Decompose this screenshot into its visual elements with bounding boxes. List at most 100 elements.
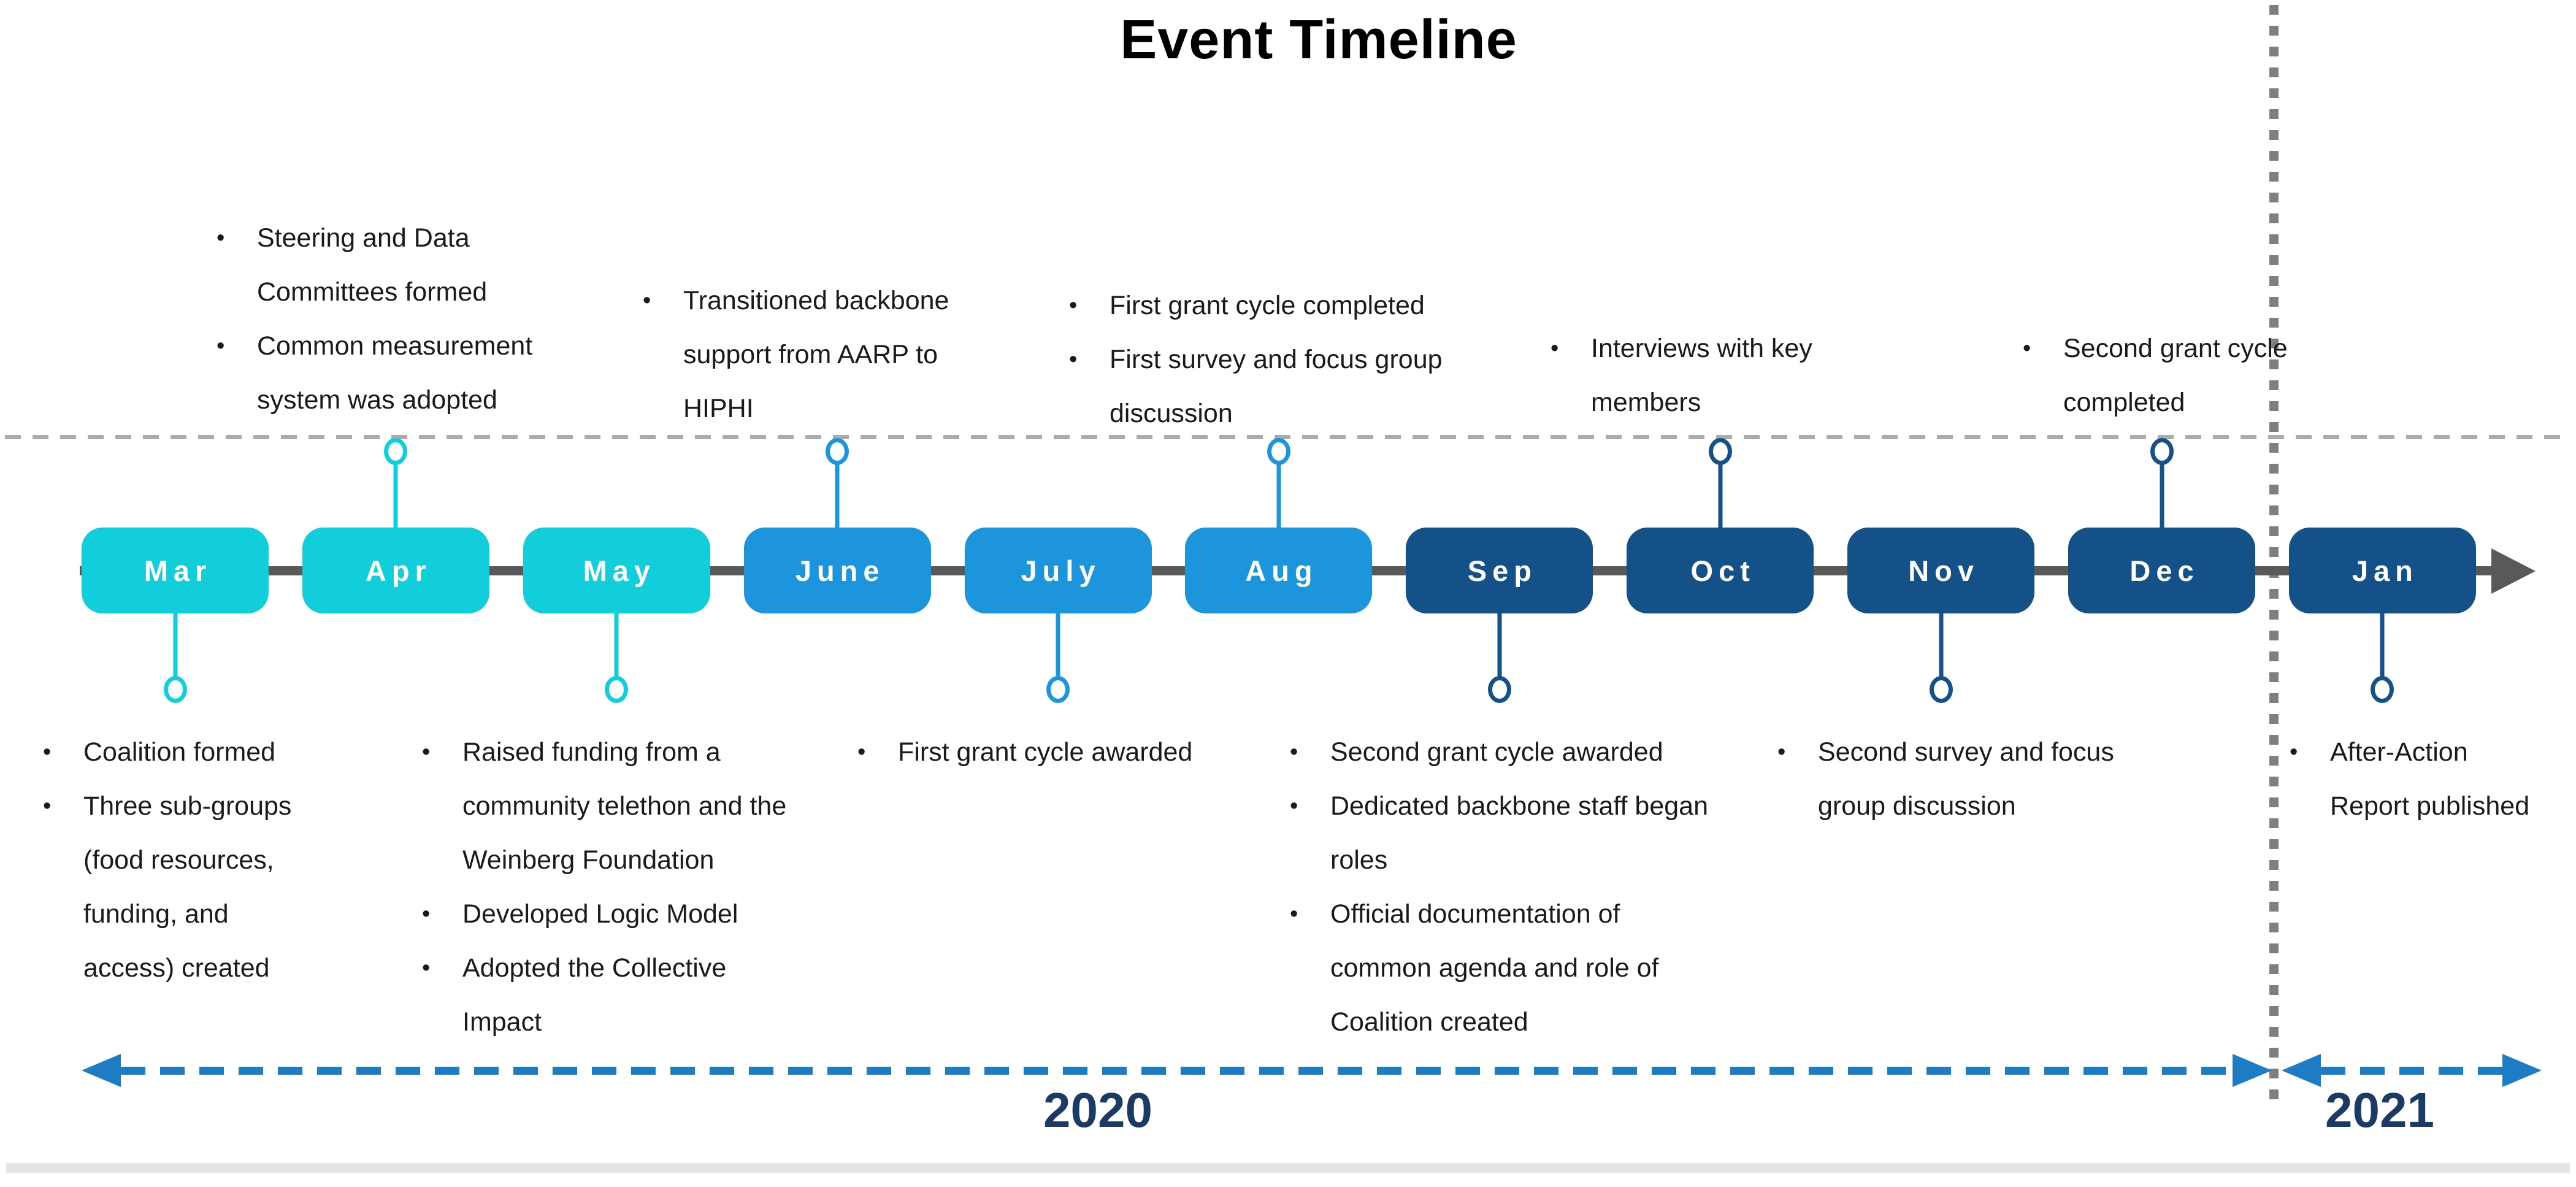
event-list: Raised funding from a community telethon…: [417, 725, 810, 1049]
event-item: Common measurement system was adopted: [212, 319, 580, 427]
month-label: Dec: [2129, 554, 2199, 587]
month-july: July: [964, 528, 1152, 703]
events-below-nov: Second survey and focus group discussion: [1773, 725, 2122, 833]
events-above-june: Transitioned backbone support from AARP …: [638, 274, 1012, 436]
events-above-dec: Second grant cycle completed: [2018, 321, 2294, 429]
event-list: Coalition formedThree sub-groups (food r…: [38, 725, 326, 995]
connector-circle-icon: [1046, 676, 1070, 703]
connector-circle-icon: [2371, 676, 2394, 703]
connector-line: [1939, 613, 1944, 677]
month-label: Sep: [1467, 554, 1537, 587]
event-list: Second survey and focus group discussion: [1773, 725, 2122, 833]
event-list: First grant cycle awarded: [853, 725, 1319, 779]
event-item: Three sub-groups (food resources, fundin…: [38, 779, 326, 995]
month-label: Aug: [1245, 554, 1318, 587]
events-below-may: Raised funding from a community telethon…: [417, 725, 810, 1049]
event-item: Second grant cycle awarded: [1285, 725, 1727, 779]
connector-line: [1497, 613, 1502, 677]
connector-circle-icon: [1929, 676, 1953, 703]
connector-line: [2160, 464, 2164, 528]
connector-line: [173, 613, 177, 677]
month-june: June: [743, 438, 931, 613]
connector-line: [1276, 464, 1281, 528]
month-box: Aug: [1185, 528, 1373, 613]
month-nov: Nov: [1847, 528, 2035, 703]
month-dec: Dec: [2068, 438, 2256, 613]
event-item: Transitioned backbone support from AARP …: [638, 274, 1012, 436]
events-above-aug: First grant cycle completedFirst survey …: [1064, 279, 1549, 440]
connector-line: [2380, 613, 2385, 677]
event-item: First grant cycle completed: [1064, 279, 1549, 332]
month-label: Oct: [1690, 554, 1755, 587]
event-item: First survey and focus group discussion: [1064, 332, 1549, 440]
month-box: Sep: [1406, 528, 1593, 613]
event-item: Dedicated backbone staff began roles: [1285, 779, 1727, 887]
event-list: Second grant cycle completed: [2018, 321, 2294, 429]
month-label: May: [583, 554, 656, 587]
month-box: Nov: [1847, 528, 2035, 613]
events-below-sep: Second grant cycle awardedDedicated back…: [1285, 725, 1727, 1049]
event-item: Second grant cycle completed: [2018, 321, 2294, 429]
year-2020-dashed-arrow: [121, 1067, 2233, 1075]
month-box: Jan: [2288, 528, 2476, 613]
year-2021-dashed-arrow: [2321, 1067, 2502, 1075]
events-below-jan: After-Action Report published: [2285, 725, 2542, 833]
month-sep: Sep: [1406, 528, 1593, 703]
event-list: Transitioned backbone support from AARP …: [638, 274, 1012, 436]
month-box: July: [964, 528, 1152, 613]
events-above-oct: Interviews with key members: [1546, 321, 1889, 429]
events-below-mar: Coalition formedThree sub-groups (food r…: [38, 725, 326, 995]
connector-circle-icon: [2150, 438, 2174, 465]
month-label: June: [795, 554, 885, 587]
bottom-divider-bar: [6, 1163, 2570, 1173]
year-label-2020: 2020: [1043, 1083, 1152, 1137]
month-box: Apr: [302, 528, 489, 613]
month-box: Oct: [1627, 528, 1814, 613]
month-may: May: [523, 528, 710, 703]
month-oct: Oct: [1627, 438, 1814, 613]
month-label: Nov: [1908, 554, 1980, 587]
events-above-apr: Steering and Data Committees formedCommo…: [212, 211, 580, 427]
connector-circle-icon: [605, 676, 629, 703]
month-box: June: [743, 528, 931, 613]
event-item: After-Action Report published: [2285, 725, 2542, 833]
year-divider-dotted-line: [2269, 5, 2279, 1108]
month-mar: Mar: [82, 528, 269, 703]
event-item: Adopted the Collective Impact: [417, 941, 810, 1049]
event-item: First grant cycle awarded: [853, 725, 1319, 779]
connector-line: [1718, 464, 1723, 528]
connector-circle-icon: [1708, 438, 1732, 465]
event-item: Official documentation of common agenda …: [1285, 887, 1727, 1049]
year-label-2021: 2021: [2325, 1083, 2434, 1137]
month-box: May: [523, 528, 710, 613]
arrow-head-left-icon: [2282, 1054, 2321, 1087]
event-list: Interviews with key members: [1546, 321, 1889, 429]
event-item: Steering and Data Committees formed: [212, 211, 580, 319]
event-list: First grant cycle completedFirst survey …: [1064, 279, 1549, 440]
months-row: Mar Apr May June July Aug Sep Oct Nov Dec Jan: [82, 438, 2476, 703]
event-item: Coalition formed: [38, 725, 326, 779]
event-list: Steering and Data Committees formedCommo…: [212, 211, 580, 427]
arrow-head-right-icon: [2233, 1054, 2272, 1087]
connector-line: [614, 613, 619, 677]
connector-circle-icon: [1267, 438, 1290, 465]
event-item: Raised funding from a community telethon…: [417, 725, 810, 887]
page-title: Event Timeline: [1120, 9, 1517, 71]
month-jan: Jan: [2288, 528, 2476, 703]
event-item: Interviews with key members: [1546, 321, 1889, 429]
events-below-july: First grant cycle awarded: [853, 725, 1319, 779]
event-list: After-Action Report published: [2285, 725, 2542, 833]
connector-circle-icon: [826, 438, 849, 465]
connector-circle-icon: [1487, 676, 1511, 703]
arrow-head-right-icon: [2502, 1054, 2542, 1087]
arrow-head-left-icon: [82, 1054, 121, 1087]
month-apr: Apr: [302, 438, 489, 613]
month-box: Dec: [2068, 528, 2256, 613]
event-item: Developed Logic Model: [417, 887, 810, 941]
event-item: Second survey and focus group discussion: [1773, 725, 2122, 833]
month-label: Jan: [2352, 554, 2418, 587]
month-box: Mar: [82, 528, 269, 613]
connector-circle-icon: [384, 438, 408, 465]
connector-line: [835, 464, 840, 528]
